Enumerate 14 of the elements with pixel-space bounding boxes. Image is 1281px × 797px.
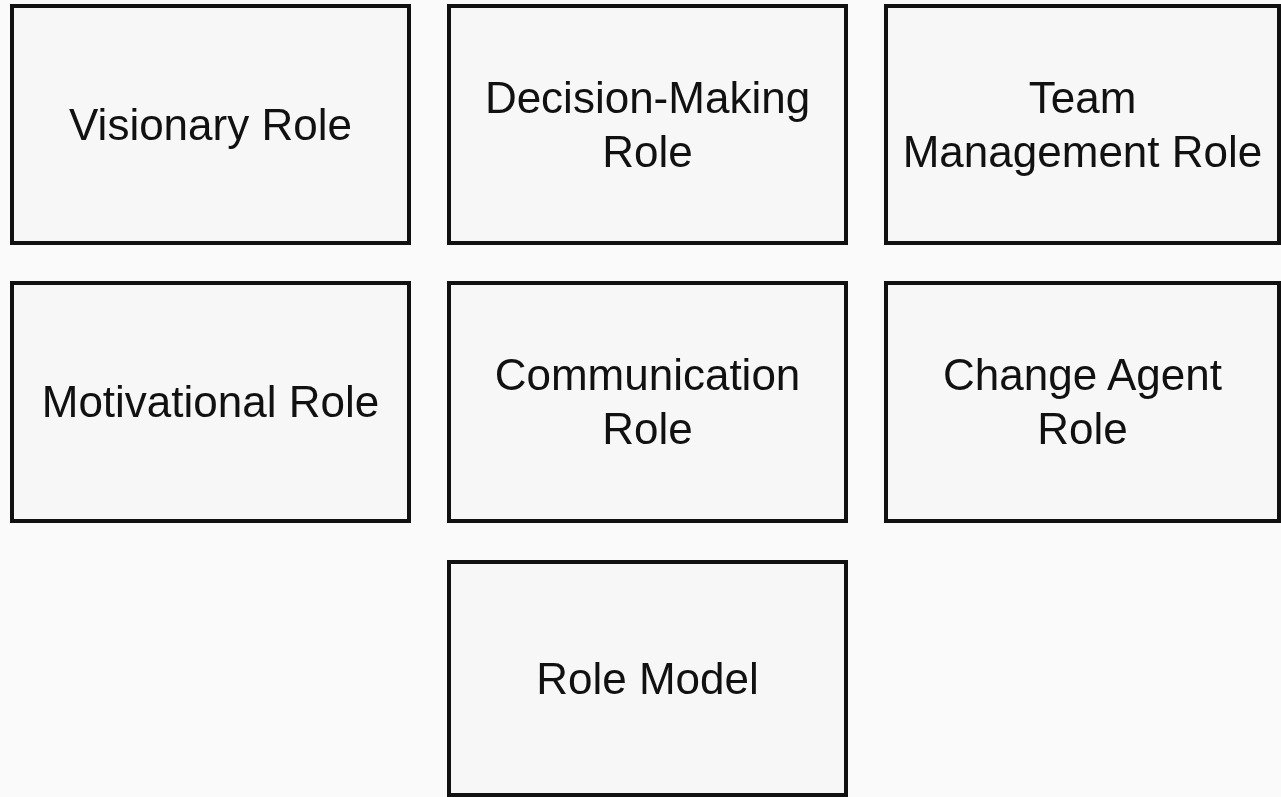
role-box — [884, 4, 1281, 245]
role-label: Visionary Role — [69, 98, 352, 151]
role-label: Communication Role — [493, 349, 802, 455]
role-box — [447, 281, 848, 523]
role-box — [884, 281, 1281, 523]
role-box — [447, 560, 848, 797]
role-label: Motivational Role — [41, 376, 380, 429]
role-label: Decision-Making Role — [483, 71, 812, 178]
role-label: Role Model — [536, 652, 759, 705]
role-label: Team Management Role — [902, 71, 1263, 178]
role-box — [10, 281, 411, 523]
role-label: Change Agent Role — [942, 349, 1223, 455]
role-box — [447, 4, 848, 245]
role-box — [10, 4, 411, 245]
